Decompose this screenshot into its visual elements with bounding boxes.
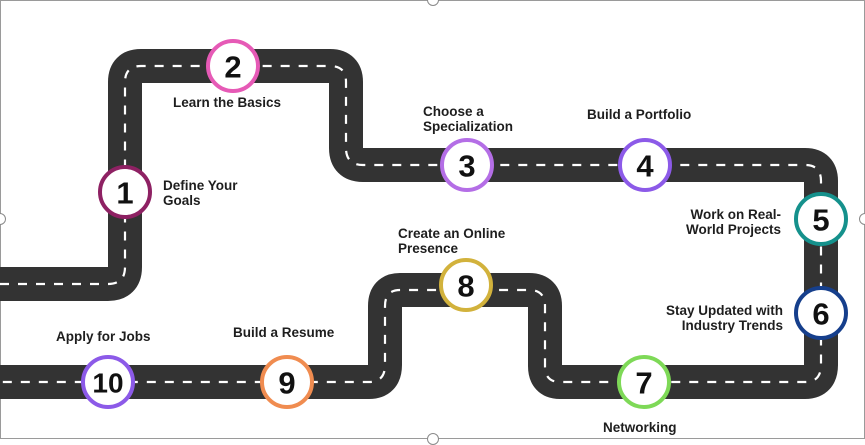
step-6-number: 6 [812,297,829,332]
step-1-marker: 1 [98,165,152,219]
step-4-circle [618,138,672,192]
step-3-number: 3 [458,149,475,184]
step-6-label-line-2: Industry Trends [681,318,783,333]
step-3-label: Choose a Specialization [423,104,513,134]
step-8-number: 8 [457,269,474,304]
step-7-number: 7 [635,366,652,401]
step-4-label-line-1: Build a Portfolio [587,107,692,122]
step-10-marker: 10 [81,355,135,409]
step-1-circle [98,165,152,219]
step-1-number: 1 [116,176,133,211]
step-7-label: Networking [603,420,677,435]
step-6-marker: 6 [794,286,848,340]
step-1-label-line-1: Define Your [163,178,238,193]
step-2-circle [206,39,260,93]
step-9-circle [260,355,314,409]
step-4-label: Build a Portfolio [587,107,691,122]
step-5-number: 5 [812,203,829,238]
step-2-number: 2 [224,50,241,85]
step-5-circle [794,192,848,246]
resize-handle-bottom[interactable] [427,433,439,445]
step-9-marker: 9 [260,355,314,409]
step-3-circle [440,138,494,192]
step-1-label-line-2: Goals [163,193,201,208]
road-center-dashes [0,64,823,384]
road-path [0,49,838,399]
step-2-label: Learn the Basics [173,95,281,110]
step-3-marker: 3 [440,138,494,192]
resize-handle-right[interactable] [859,213,865,225]
step-2-label-line-1: Learn the Basics [173,95,282,110]
step-8-circle [439,258,493,312]
step-8-label: Create an Online Presence [398,226,505,256]
step-9-label-line-1: Build a Resume [233,325,335,340]
step-10-circle [81,355,135,409]
step-6-label-line-1: Stay Updated with [665,303,783,318]
step-3-label-line-1: Choose a [423,104,484,119]
step-5-marker: 5 [794,192,848,246]
step-5-label: Work on Real- World Projects [686,207,781,237]
step-10-label: Apply for Jobs [56,329,151,344]
step-7-circle [617,355,671,409]
step-7-marker: 7 [617,355,671,409]
step-9-label: Build a Resume [233,325,334,340]
step-7-label-line-1: Networking [603,420,677,435]
step-10-label-line-1: Apply for Jobs [56,329,151,344]
step-8-marker: 8 [439,258,493,312]
step-3-label-line-2: Specialization [423,119,514,134]
step-5-label-line-2: World Projects [685,222,781,237]
step-6-label: Stay Updated with Industry Trends [666,303,783,333]
step-8-label-line-1: Create an Online [398,226,506,241]
step-8-label-line-2: Presence [398,241,459,256]
step-6-circle [794,286,848,340]
step-2-marker: 2 [206,39,260,93]
step-4-marker: 4 [618,138,672,192]
step-4-number: 4 [636,149,654,184]
step-5-label-line-1: Work on Real- [690,207,781,222]
step-9-number: 9 [278,366,295,401]
step-markers: 1 2 3 4 5 6 7 8 9 10 [81,39,848,409]
step-1-label: Define Your Goals [163,178,238,208]
step-10-number: 10 [92,368,123,399]
